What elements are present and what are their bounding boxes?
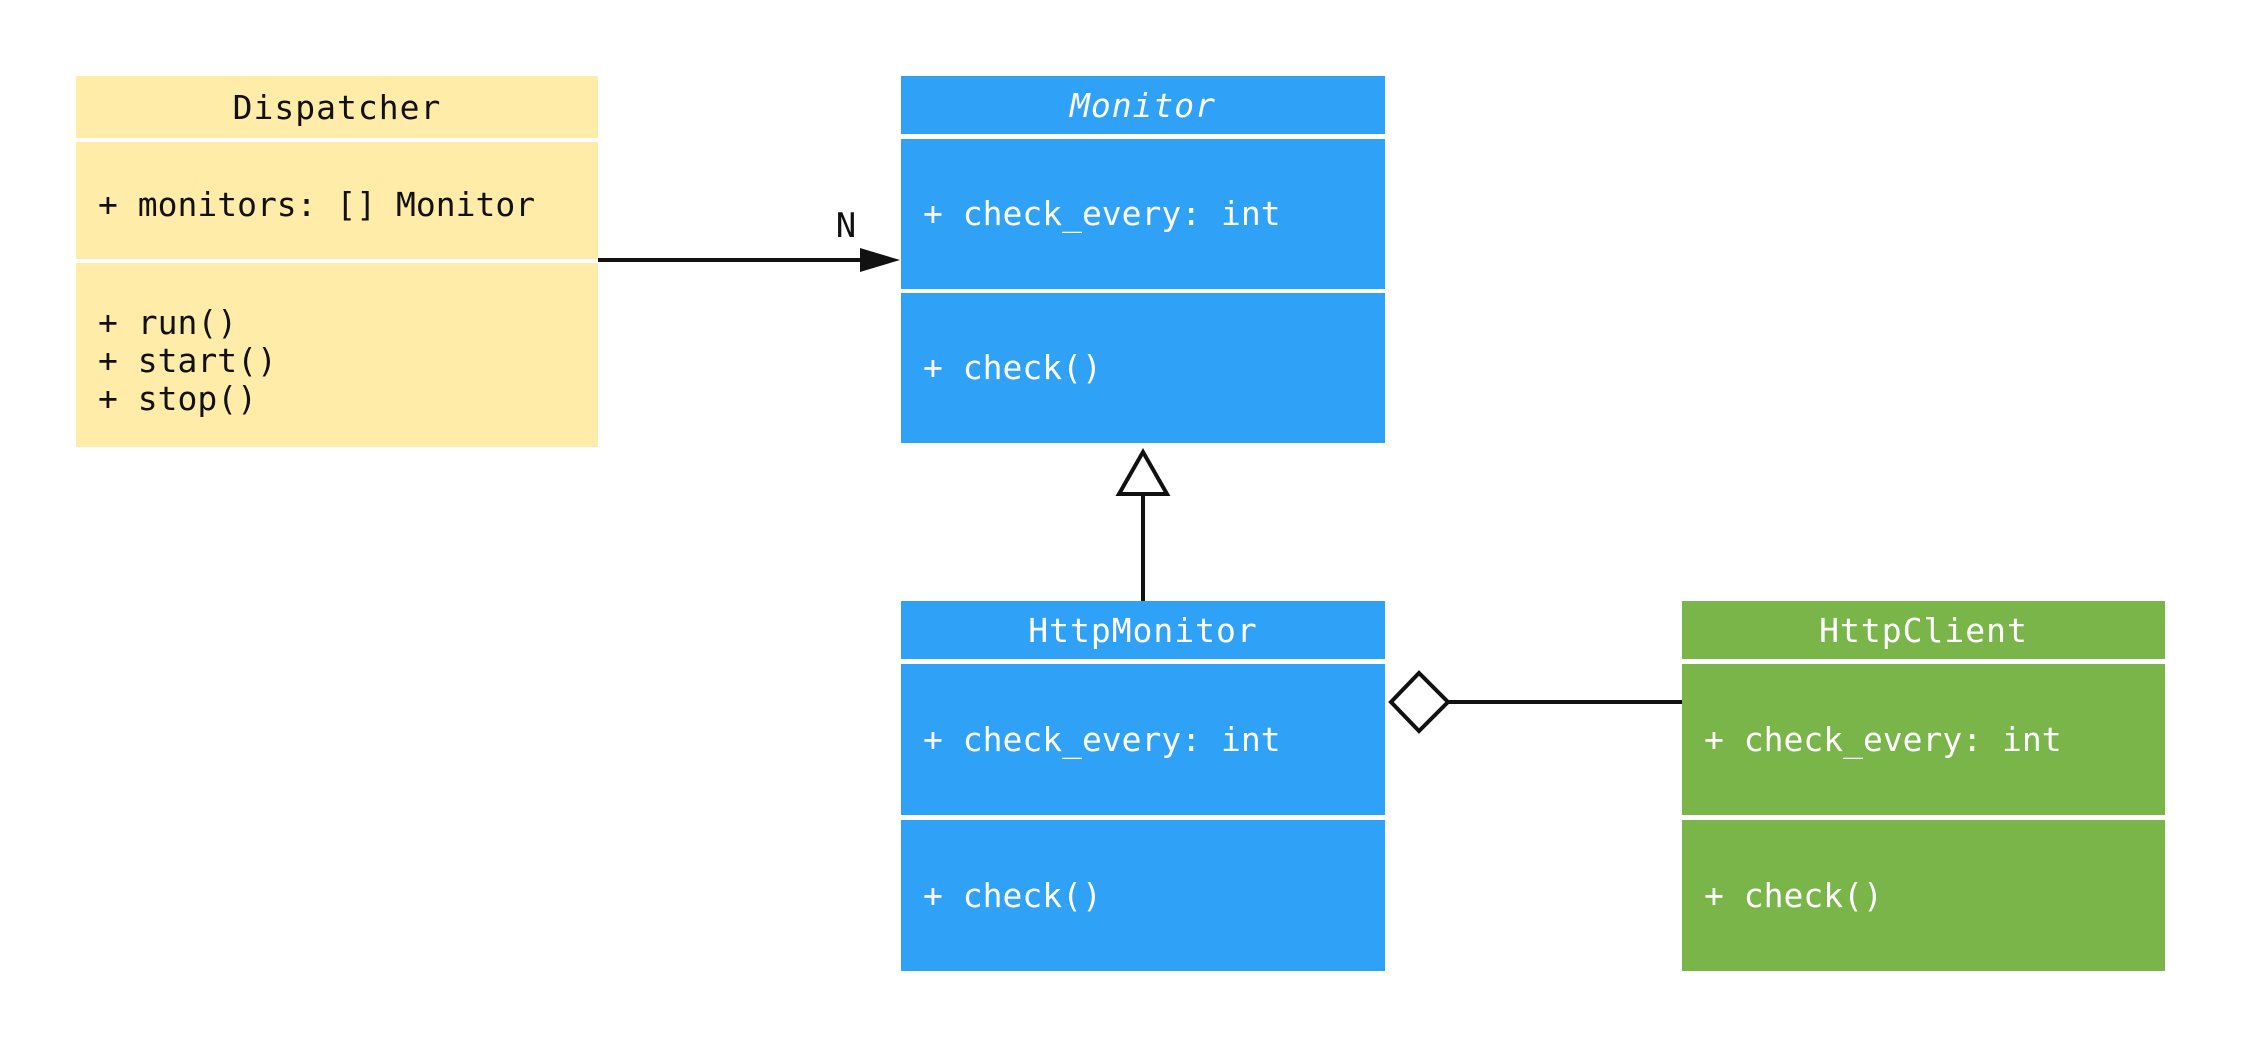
attributes-compartment: + monitors: [] Monitor	[76, 142, 598, 259]
class-httpclient: HttpClient + check_every: int + check()	[1682, 601, 2165, 971]
aggregation-diamond-icon	[1388, 670, 1451, 734]
class-monitor: Monitor + check_every: int + check()	[901, 76, 1385, 443]
class-title: HttpClient	[1682, 601, 2165, 659]
class-httpmonitor: HttpMonitor + check_every: int + check()	[901, 601, 1385, 971]
method-line: + stop()	[98, 379, 257, 418]
multiplicity-label: N	[835, 206, 857, 246]
class-title: HttpMonitor	[901, 601, 1385, 659]
association-arrowhead-icon	[860, 248, 900, 272]
methods-compartment: + run() + start() + stop()	[76, 263, 598, 447]
methods-compartment: + check()	[901, 293, 1385, 443]
attributes-compartment: + check_every: int	[901, 664, 1385, 815]
attribute-line: + check_every: int	[923, 719, 1281, 759]
method-line: + run()	[98, 303, 238, 342]
inheritance-triangle-icon	[1115, 447, 1171, 496]
class-dispatcher: Dispatcher + monitors: [] Monitor + run(…	[76, 76, 598, 447]
attributes-compartment: + check_every: int	[1682, 664, 2165, 815]
attributes-compartment: + check_every: int	[901, 139, 1385, 289]
aggregation-connector	[1388, 670, 1682, 734]
method-line: + check()	[923, 348, 1102, 387]
method-line: + start()	[98, 341, 277, 380]
class-title: Dispatcher	[76, 76, 598, 138]
attribute-line: + check_every: int	[923, 194, 1281, 233]
attribute-line: + monitors: [] Monitor	[98, 184, 536, 224]
methods-compartment: + check()	[901, 820, 1385, 971]
method-line: + check()	[923, 875, 1102, 915]
association-connector	[598, 248, 900, 272]
method-line: + check()	[1704, 875, 1883, 915]
methods-compartment: + check()	[1682, 820, 2165, 971]
class-title: Monitor	[901, 76, 1385, 134]
inheritance-connector	[1115, 447, 1171, 601]
attribute-line: + check_every: int	[1704, 719, 2062, 759]
